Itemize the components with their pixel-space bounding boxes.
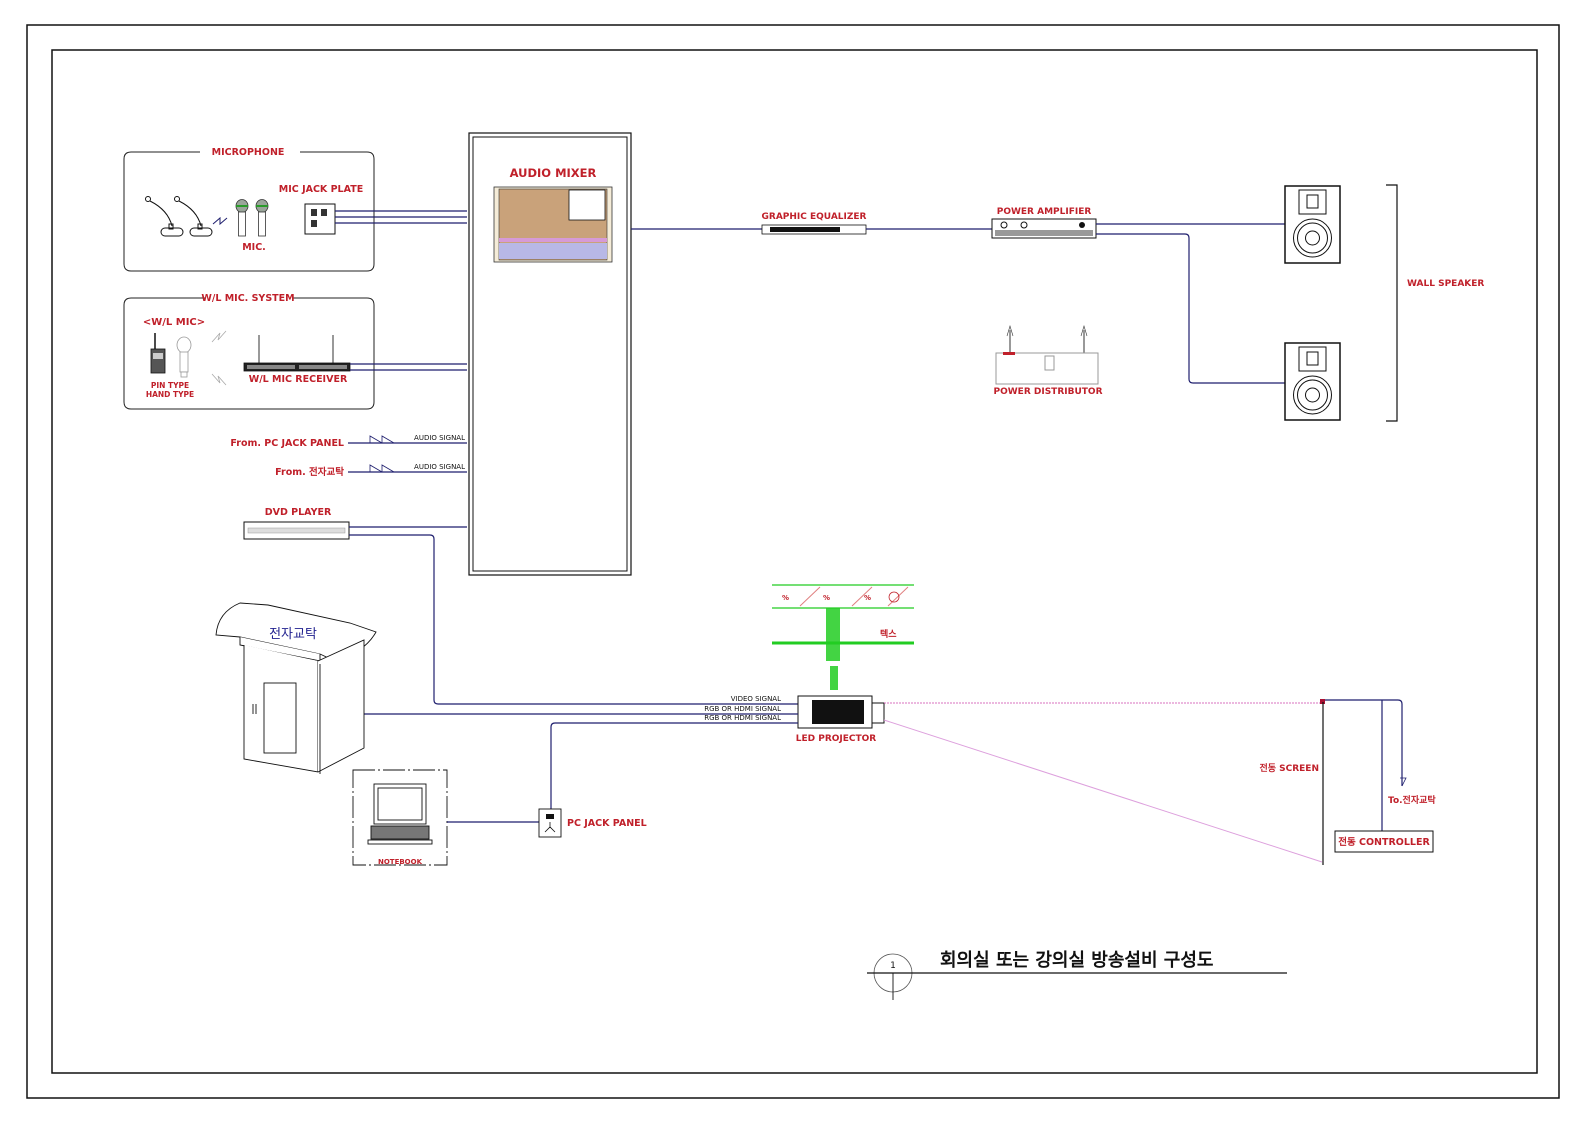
ceiling-label: 텍스 [880, 629, 897, 640]
audio-mixer-icon [493, 186, 613, 263]
wireless-link-icon [212, 216, 228, 226]
audio-signal-label: AUDIO SIGNAL [414, 463, 465, 471]
ceiling-mount: % % % 텍스 [772, 584, 914, 690]
handheld-mic-icon [235, 199, 269, 237]
from-podium-label: From. 전자교탁 [275, 466, 344, 478]
ceiling-mark: % [823, 594, 830, 602]
power-distributor: POWER DISTRIBUTOR [994, 324, 1103, 397]
pc-jack-panel-label: PC JACK PANEL [567, 818, 647, 829]
rf-signal-icon [211, 373, 227, 386]
graphic-equalizer: GRAPHIC EQUALIZER [762, 212, 867, 235]
power-amplifier-label: POWER AMPLIFIER [997, 207, 1092, 217]
title-block: 1 회의실 또는 강의실 방송설비 구성도 [867, 950, 1287, 1000]
video-signal-label: VIDEO SIGNAL [731, 695, 781, 703]
rgb-hdmi-signal-label: RGB OR HDMI SIGNAL [704, 705, 781, 713]
notebook: NOTEBOOK [352, 769, 448, 866]
led-projector-label: LED PROJECTOR [796, 734, 877, 744]
audio-mixer-label: AUDIO MIXER [510, 166, 597, 180]
dvd-player: DVD PLAYER [243, 507, 798, 705]
diagram-title: 회의실 또는 강의실 방송설비 구성도 [940, 950, 1213, 971]
from-pc-jack-panel-label: From. PC JACK PANEL [230, 438, 344, 449]
to-podium-label: To.전자교탁 [1388, 794, 1436, 806]
led-projector: LED PROJECTOR [796, 695, 885, 744]
mic-jack-plate-icon [304, 203, 336, 235]
power-distributor-icon [995, 352, 1099, 385]
wall-speaker-label: WALL SPEAKER [1407, 279, 1484, 289]
gooseneck-mic-icon [145, 196, 213, 237]
wireless-group-title: W/L MIC. SYSTEM [201, 293, 294, 304]
screen-label: 전동 SCREEN [1259, 762, 1319, 774]
pin-type-label: PIN TYPE [151, 381, 189, 390]
graphic-equalizer-label: GRAPHIC EQUALIZER [762, 212, 867, 222]
mic-label: MIC. [242, 242, 266, 253]
power-distributor-label: POWER DISTRIBUTOR [994, 387, 1103, 397]
ceiling-mark: % [782, 594, 789, 602]
podium-label: 전자교탁 [269, 627, 317, 642]
screen-controller-wiring: To.전자교탁 전동 CONTROLLER [1325, 699, 1436, 853]
microphone-group-title: MICROPHONE [212, 147, 285, 158]
podium-icon [215, 602, 377, 774]
wl-mic-receiver-label: W/L MIC RECEIVER [249, 374, 348, 385]
amp-to-speaker-wires [1096, 223, 1285, 384]
wall-speaker-icon [1284, 342, 1341, 421]
screen-controller-box [1334, 830, 1434, 853]
mic-wiring [335, 210, 467, 371]
rf-signal-icon [211, 330, 227, 343]
power-amplifier: POWER AMPLIFIER [991, 207, 1097, 239]
hand-type-label: HAND TYPE [146, 390, 194, 399]
audio-signal-label: AUDIO SIGNAL [414, 434, 465, 442]
wall-speaker-icon [1284, 185, 1341, 264]
dvd-player-label: DVD PLAYER [265, 507, 332, 518]
laptop-icon [367, 783, 433, 845]
audio-mixer: AUDIO MIXER [468, 132, 632, 576]
projection-beam [883, 702, 1323, 863]
motorized-screen: 전동 SCREEN [1259, 699, 1325, 865]
pc-jack-panel-audio-input: From. PC JACK PANEL AUDIO SIGNAL [230, 434, 467, 449]
podium-audio-input: From. 전자교탁 AUDIO SIGNAL [275, 463, 467, 478]
wl-mic-label: <W/L MIC> [143, 317, 205, 328]
bodypack-transmitter-icon [150, 333, 166, 374]
wireless-mic-group: W/L MIC. SYSTEM <W/L MIC> PIN TYPE HAND … [123, 293, 375, 410]
pc-jack-panel: PC JACK PANEL [538, 808, 647, 838]
mic-jack-plate-label: MIC JACK PLATE [279, 184, 363, 195]
handheld-wireless-mic-icon [176, 336, 192, 378]
video-signal-wires: VIDEO SIGNAL RGB OR HDMI SIGNAL RGB OR H… [364, 695, 798, 822]
microphone-group: MICROPHONE MIC. MIC JACK PLATE [123, 147, 375, 272]
ceiling-mark: % [864, 594, 871, 602]
wall-speaker-bracket [1386, 184, 1398, 422]
title-marker: 1 [890, 961, 896, 971]
wl-mic-receiver-icon [243, 335, 351, 372]
inner-frame [51, 49, 1538, 1074]
screen-controller-label: 전동 CONTROLLER [1338, 836, 1430, 848]
outer-frame [26, 24, 1560, 1099]
notebook-label: NOTEBOOK [378, 858, 423, 866]
rgb-hdmi-signal-label: RGB OR HDMI SIGNAL [704, 714, 781, 722]
